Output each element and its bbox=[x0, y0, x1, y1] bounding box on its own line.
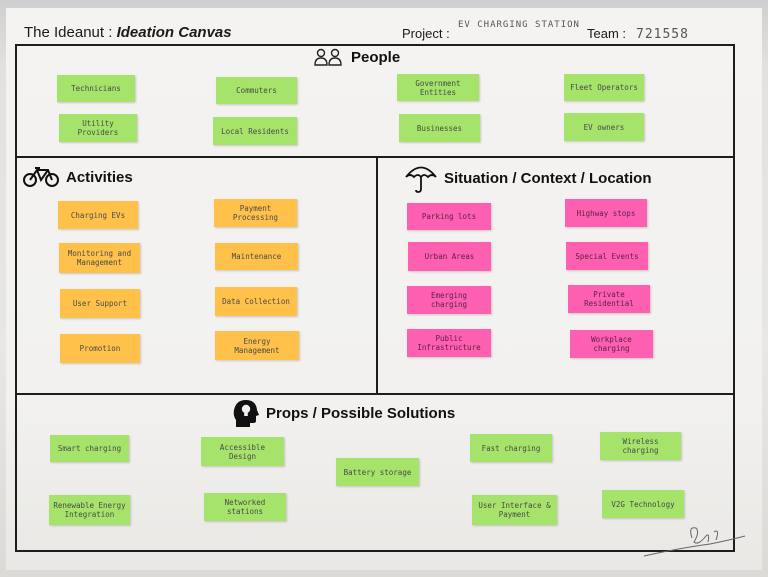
solution-note: Accessible Design bbox=[201, 437, 284, 466]
people-note: Businesses bbox=[399, 114, 480, 142]
situation-title: Situation / Context / Location bbox=[444, 169, 652, 187]
props-title: Props / Possible Solutions bbox=[266, 404, 456, 422]
brand-name: The Ideanut : bbox=[24, 24, 117, 41]
people-divider bbox=[16, 156, 735, 158]
solution-note: Smart charging bbox=[50, 435, 129, 462]
activity-note: Charging EVs bbox=[58, 201, 138, 229]
project-label: Project : bbox=[402, 26, 450, 41]
situation-note: Public Infrastructure bbox=[407, 329, 491, 357]
activity-note: Promotion bbox=[60, 334, 140, 363]
activity-note: Data Collection bbox=[215, 287, 297, 316]
head-idea-icon bbox=[232, 398, 260, 428]
situation-heading: Situation / Context / Location bbox=[404, 162, 652, 194]
props-heading: Props / Possible Solutions bbox=[232, 398, 455, 428]
solution-note: V2G Technology bbox=[602, 490, 684, 518]
activity-note: Maintenance bbox=[215, 243, 298, 270]
people-note: EV owners bbox=[564, 113, 644, 141]
situation-note: Workplace charging bbox=[570, 330, 653, 358]
activities-heading: Activities bbox=[22, 166, 133, 188]
signature bbox=[640, 518, 750, 560]
people-heading: People bbox=[313, 48, 400, 66]
canvas-title: Ideation Canvas bbox=[116, 24, 232, 41]
solution-note: Battery storage bbox=[336, 458, 419, 486]
people-title: People bbox=[351, 48, 401, 66]
solution-note: Networked stations bbox=[204, 493, 286, 521]
solution-note: Renewable Energy Integration bbox=[49, 495, 130, 525]
team-label: Team : bbox=[587, 26, 627, 41]
situation-note: Emerging charging bbox=[407, 286, 491, 314]
solution-note: Fast charging bbox=[470, 434, 552, 462]
canvas-border bbox=[15, 44, 735, 552]
people-note: Commuters bbox=[216, 77, 297, 104]
props-divider bbox=[16, 393, 735, 395]
activity-note: Monitoring and Management bbox=[59, 243, 140, 273]
people-note: Technicians bbox=[57, 75, 135, 102]
umbrella-icon bbox=[404, 162, 438, 194]
situation-note: Urban Areas bbox=[408, 242, 491, 271]
people-icon bbox=[313, 48, 345, 66]
activity-note: Payment Processing bbox=[214, 199, 297, 227]
activities-title: Activities bbox=[66, 168, 133, 186]
team-value: 721558 bbox=[636, 27, 689, 42]
people-note: Government Entities bbox=[397, 74, 479, 101]
situation-note: Highway stops bbox=[565, 199, 647, 227]
activity-note: User Support bbox=[60, 289, 140, 318]
activities-situation-divider bbox=[376, 157, 378, 395]
situation-note: Special Events bbox=[566, 242, 648, 270]
project-value: EV CHARGING STATION bbox=[458, 20, 580, 30]
solution-note: Wireless charging bbox=[600, 432, 681, 460]
people-note: Utility Providers bbox=[59, 114, 137, 142]
situation-note: Private Residential bbox=[568, 285, 650, 313]
situation-note: Parking lots bbox=[407, 203, 491, 230]
people-note: Local Residents bbox=[213, 117, 297, 145]
solution-note: User Interface & Payment bbox=[472, 495, 557, 525]
bicycle-icon bbox=[22, 166, 60, 188]
activity-note: Energy Management bbox=[215, 331, 299, 360]
brand-title: The Ideanut : Ideation Canvas bbox=[24, 24, 232, 41]
people-note: Fleet Operators bbox=[564, 74, 644, 101]
